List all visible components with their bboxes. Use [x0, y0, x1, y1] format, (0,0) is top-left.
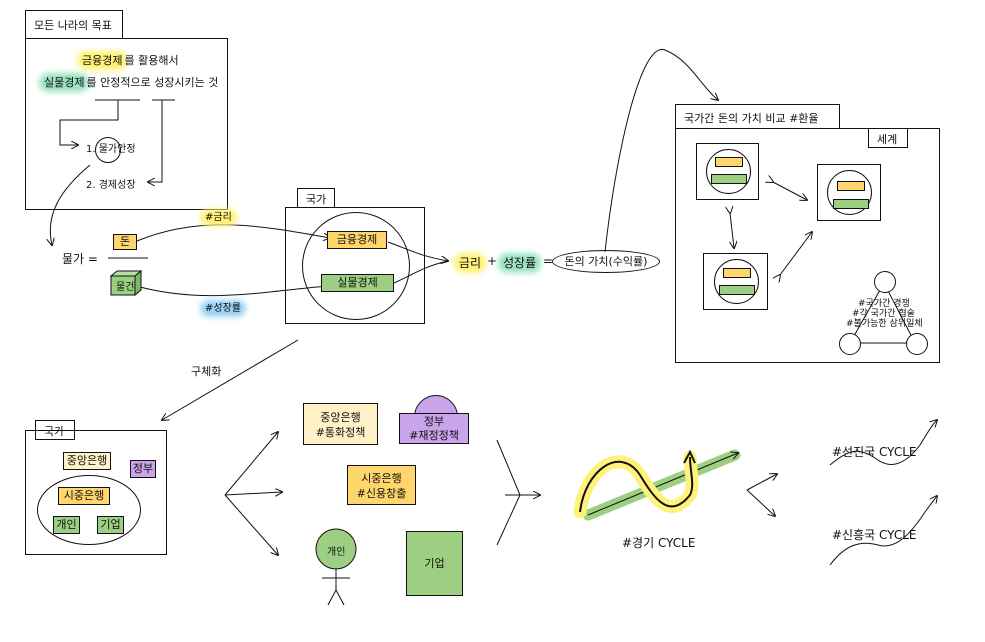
world-outer-tab: 국가간 돈의 가치 비교 #환율 — [675, 104, 840, 129]
nation-top-box — [285, 207, 425, 324]
cycle-label: #경기 CYCLE — [622, 536, 696, 550]
triangle-note-3: #불가능한 삼위일체 — [846, 319, 923, 329]
central-bank-title: 중앙은행 — [320, 411, 361, 424]
gov-sub: #재정정책 — [409, 429, 459, 442]
country-circle — [714, 259, 759, 304]
goal-tab: 모든 나라의 목표 — [25, 10, 123, 39]
commercial-bank-card: 시중은행 #신용창출 — [347, 465, 416, 505]
advanced-cycle-label: #선진국 CYCLE — [832, 445, 917, 459]
country-a — [696, 143, 759, 200]
firm-chip: 기업 — [97, 516, 124, 534]
rate-curve — [136, 224, 330, 242]
real-bar — [719, 285, 755, 295]
central-bank-sub: #통화정책 — [315, 426, 366, 439]
growth-tag: #성장률 — [203, 303, 243, 314]
money-chip: 돈 — [113, 234, 137, 250]
concretize-label: 구체화 — [191, 365, 222, 378]
triangle-node-left — [839, 333, 861, 355]
formula-to-world-arrow — [604, 49, 718, 253]
market-ellipse — [37, 475, 141, 545]
economy-circle — [302, 212, 410, 320]
finance-bar — [715, 157, 743, 167]
gov-chip: 정부 — [130, 460, 156, 478]
gov-title: 정부 — [423, 415, 445, 428]
rate-tag: #금리 — [203, 212, 234, 223]
economic-cycle-icon — [573, 449, 741, 521]
formula-eq: = — [543, 254, 554, 268]
real-chip: 실물경제 — [321, 274, 394, 292]
world-inner-tab: 세계 — [868, 128, 908, 148]
person-figure — [315, 528, 357, 606]
central-chip: 중앙은행 — [63, 452, 111, 470]
money-value-ellipse: 돈의 가치(수익률) — [552, 250, 660, 273]
person-label: 개인 — [327, 547, 346, 558]
goal-item-2: 2. 경제성장 — [86, 180, 136, 191]
real-bar — [833, 199, 869, 209]
goods-cube — [109, 269, 143, 297]
formula-growth: 성장률 — [501, 256, 539, 270]
goods-label: 물건 — [116, 282, 135, 293]
nation-bottom-box — [25, 430, 167, 555]
goal-item-1: 1. 물가안정 — [86, 144, 136, 155]
country-c — [703, 253, 768, 310]
finance-chip: 금융경제 — [327, 231, 387, 249]
nation-top-tab: 국가 — [297, 188, 335, 208]
commercial-bank-title: 시중은행 — [361, 472, 402, 485]
real-bar — [711, 174, 747, 184]
triangle-node-top — [874, 271, 896, 293]
formula-rate: 금리 — [457, 256, 484, 270]
price-label: 물가 = — [62, 252, 98, 266]
country-circle — [706, 149, 751, 194]
country-circle — [827, 170, 872, 215]
finance-bar — [723, 268, 751, 278]
country-b — [817, 164, 881, 221]
triangle-note-2: #각 국가간 협술 — [852, 309, 915, 319]
commercial-chip: 시중은행 — [58, 487, 110, 505]
central-bank-card: 중앙은행 #통화정책 — [303, 403, 378, 445]
bracket-arrow-1 — [59, 99, 140, 145]
triangle-note-1: #국가간 경쟁 — [858, 299, 910, 309]
person-chip: 개인 — [53, 516, 80, 534]
bracket-arrow-2 — [148, 99, 175, 182]
gov-card: 정부 #재정정책 — [399, 413, 469, 444]
goal-box — [25, 38, 228, 210]
finance-bar — [837, 181, 865, 191]
world-box — [675, 128, 940, 363]
commercial-bank-sub: #신용창출 — [356, 487, 407, 500]
firm-card: 기업 — [406, 531, 463, 596]
formula-plus: + — [487, 254, 498, 268]
goal-to-price-arrow — [50, 164, 91, 245]
circle-mark — [95, 137, 121, 163]
triangle-node-right — [906, 333, 928, 355]
concretize-arrow — [162, 339, 299, 420]
cube-icon — [109, 269, 143, 297]
emerging-cycle-label: #신흥국 CYCLE — [832, 528, 917, 542]
